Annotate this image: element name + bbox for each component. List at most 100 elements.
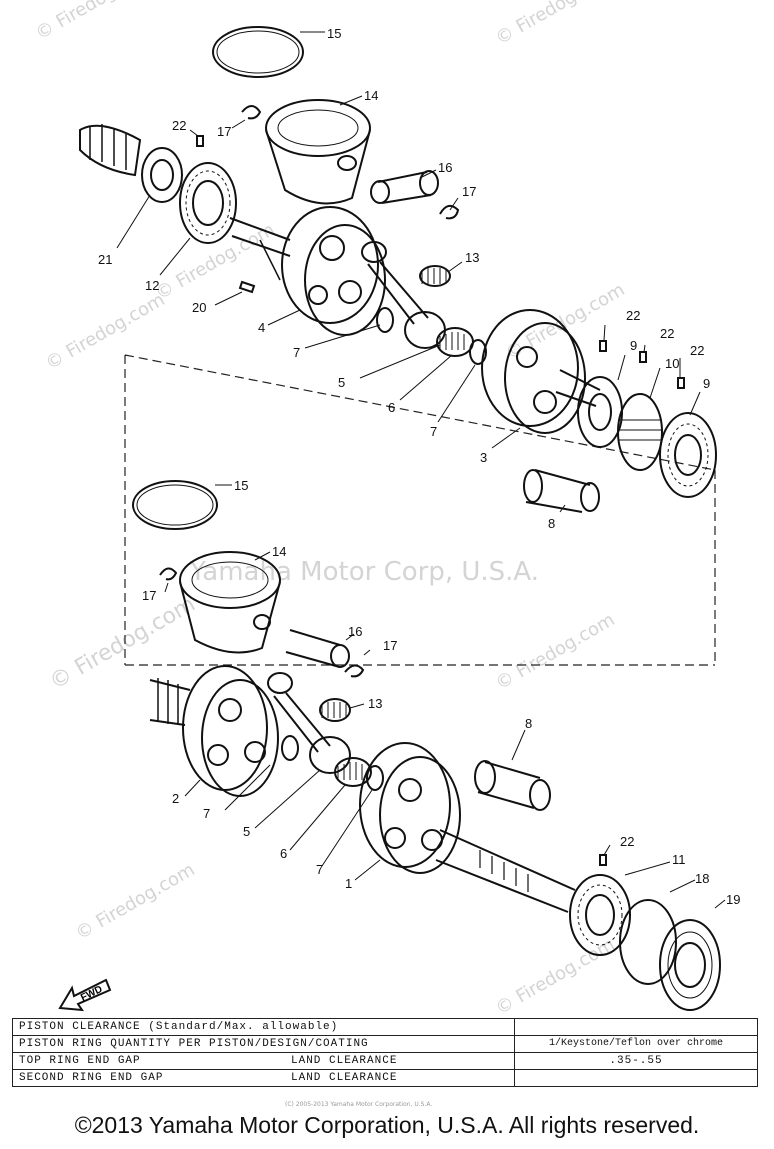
woodruff-key-20 xyxy=(238,280,256,294)
connecting-rod-5 xyxy=(361,241,446,349)
callout-2: 2 xyxy=(172,791,179,806)
bearing-11 xyxy=(569,874,631,956)
spec-label: TOP RING END GAP xyxy=(12,1052,285,1070)
thrust-washer-7 xyxy=(469,339,487,365)
fwd-arrow-icon: FWD xyxy=(58,978,112,1012)
crank-wheel-3 xyxy=(481,309,601,434)
spec-middle: LAND CLEARANCE xyxy=(285,1052,515,1070)
fwd-label: FWD xyxy=(79,984,104,1004)
circlip-17 xyxy=(439,204,460,220)
crank-pin-bearing-6 xyxy=(334,757,372,787)
thrust-washer-7 xyxy=(366,765,384,791)
callout-8: 8 xyxy=(548,516,555,531)
callout-22: 22 xyxy=(690,343,704,358)
crank-wheel-2 xyxy=(182,665,279,797)
tiny-copyright-note: (C) 2005-2013 Yamaha Motor Corporation, … xyxy=(285,1101,433,1108)
exploded-parts-diagram: © Firedog.com © Firedog.com © Firedog.co… xyxy=(32,0,740,1015)
copyright-footer: ©2013 Yamaha Motor Corporation, U.S.A. A… xyxy=(74,1112,700,1138)
dowel-pin-22 xyxy=(677,377,685,389)
callout-5: 5 xyxy=(243,824,250,839)
callout-labels: 15 14 22 17 16 17 13 21 12 20 4 7 5 6 7 … xyxy=(98,26,740,907)
callout-7: 7 xyxy=(293,345,300,360)
bearing-12 xyxy=(179,162,237,244)
callout-18: 18 xyxy=(695,871,709,886)
crank-pin-bearing-6 xyxy=(436,327,474,357)
watermark: Yamaha Motor Corp, U.S.A. xyxy=(189,557,539,587)
spline-shaft-end xyxy=(79,124,142,177)
leader-lines xyxy=(116,31,726,909)
callout-17: 17 xyxy=(142,588,156,603)
callout-7: 7 xyxy=(316,862,323,877)
thrust-washer-7 xyxy=(376,307,394,333)
watermark: © Firedog.com xyxy=(492,609,618,694)
labyrinth-seal-10 xyxy=(617,393,663,471)
piston-ring-15 xyxy=(212,26,304,78)
watermark: © Firedog.com xyxy=(72,859,198,944)
callout-16: 16 xyxy=(438,160,452,175)
callout-21: 21 xyxy=(98,252,112,267)
spec-label: PISTON RING QUANTITY PER PISTON/DESIGN/C… xyxy=(12,1035,515,1053)
callout-14: 14 xyxy=(364,88,378,103)
callout-7: 7 xyxy=(430,424,437,439)
callout-13: 13 xyxy=(368,696,382,711)
assembly-boundary xyxy=(124,354,716,666)
piston-ring-15 xyxy=(132,480,218,530)
spec-table: PISTON CLEARANCE (Standard/Max. allowabl… xyxy=(12,1018,758,1087)
crank-wheel-4 xyxy=(229,206,386,336)
callout-1: 1 xyxy=(345,876,352,891)
callout-4: 4 xyxy=(258,320,265,335)
callout-8: 8 xyxy=(525,716,532,731)
dowel-pin-22 xyxy=(599,854,607,866)
callout-6: 6 xyxy=(280,846,287,861)
spec-row: TOP RING END GAP LAND CLEARANCE .35-.55 xyxy=(12,1052,758,1070)
needle-bearing-13 xyxy=(319,698,351,722)
dowel-pin-22 xyxy=(639,351,647,363)
dowel-pin-22 xyxy=(599,340,607,352)
bearing-9 xyxy=(659,412,717,498)
callout-22: 22 xyxy=(626,308,640,323)
spec-row: SECOND RING END GAP LAND CLEARANCE xyxy=(12,1069,758,1087)
callout-19: 19 xyxy=(726,892,740,907)
callout-9: 9 xyxy=(703,376,710,391)
spec-value xyxy=(514,1018,758,1036)
spline-shaft-end xyxy=(149,678,191,726)
circlip-18 xyxy=(619,899,677,985)
callout-17: 17 xyxy=(383,638,397,653)
watermark: © Firedog.com xyxy=(42,289,168,374)
callout-15: 15 xyxy=(327,26,341,41)
piston-pin-16 xyxy=(285,629,350,668)
spec-row: PISTON CLEARANCE (Standard/Max. allowabl… xyxy=(12,1018,758,1036)
watermark: © Firedog.com xyxy=(46,592,200,695)
spec-label: SECOND RING END GAP xyxy=(12,1069,285,1087)
callout-5: 5 xyxy=(338,375,345,390)
circlip-17 xyxy=(159,567,178,581)
watermark-layer: © Firedog.com © Firedog.com © Firedog.co… xyxy=(32,0,628,1015)
callout-16: 16 xyxy=(348,624,362,639)
oil-seal-21 xyxy=(141,147,183,203)
spec-value: .35-.55 xyxy=(514,1052,758,1070)
bearing-9 xyxy=(577,376,623,448)
watermark: © Firedog.com xyxy=(492,934,618,1015)
callout-12: 12 xyxy=(145,278,159,293)
callout-10: 10 xyxy=(665,356,679,371)
dowel-pin-22 xyxy=(196,135,204,147)
watermark: © Firedog.com xyxy=(502,279,628,364)
piston-14 xyxy=(179,551,281,654)
callout-20: 20 xyxy=(192,300,206,315)
thrust-washer-7 xyxy=(281,735,299,761)
callout-3: 3 xyxy=(480,450,487,465)
callout-15: 15 xyxy=(234,478,248,493)
connecting-rod-5 xyxy=(267,672,351,774)
callout-22: 22 xyxy=(620,834,634,849)
oil-seal-19 xyxy=(659,919,721,1011)
crank-wheel-1 xyxy=(359,742,576,913)
piston-14 xyxy=(265,99,371,205)
callout-7: 7 xyxy=(203,806,210,821)
watermark: © Firedog.com xyxy=(492,0,618,49)
spec-label: PISTON CLEARANCE (Standard/Max. allowabl… xyxy=(12,1018,515,1036)
spec-middle: LAND CLEARANCE xyxy=(285,1069,515,1087)
circlip-17 xyxy=(241,105,262,120)
callout-6: 6 xyxy=(388,400,395,415)
watermark: © Firedog.com xyxy=(32,0,158,44)
spec-value xyxy=(514,1069,758,1087)
